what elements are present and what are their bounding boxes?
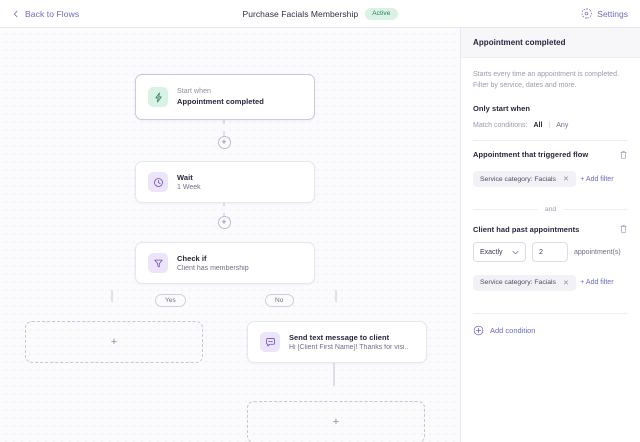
panel-body: Starts every time an appointment is comp… xyxy=(461,58,640,442)
filter-chip-label-1: Service category: Facials xyxy=(480,175,556,183)
appointment-count-input[interactable] xyxy=(532,242,568,263)
funnel-icon xyxy=(153,259,163,267)
node-wait[interactable]: Wait 1 Week xyxy=(135,161,315,203)
condition-1-header: Appointment that triggered flow xyxy=(473,150,628,160)
match-conditions-label: Match conditions: xyxy=(473,121,528,129)
circle-plus-icon xyxy=(473,325,484,335)
clock-icon-wrap xyxy=(148,172,168,192)
operator-select[interactable]: Exactly xyxy=(473,242,526,263)
node-trigger[interactable]: Start when Appointment completed xyxy=(135,74,315,120)
chat-bubble-icon xyxy=(265,337,275,347)
add-step-button-2[interactable]: + xyxy=(217,216,231,229)
divider-bottom xyxy=(473,312,628,314)
status-badge[interactable]: Active xyxy=(365,7,398,20)
condition-2-title: Client had past appointments xyxy=(473,224,580,234)
details-panel: Appointment completed Starts every time … xyxy=(460,28,640,442)
settings-label: Settings xyxy=(597,8,628,19)
app-header: Back to Flows Purchase Facials Membershi… xyxy=(0,0,640,28)
lightning-bolt-icon xyxy=(154,92,162,102)
chat-bubble-icon-wrap xyxy=(260,332,280,352)
only-start-when-heading: Only start when xyxy=(473,103,531,113)
add-filter-link-2[interactable]: + Add filter xyxy=(580,279,614,287)
match-conditions-row: Match conditions: All | Any xyxy=(473,122,628,129)
clock-icon xyxy=(153,177,163,187)
node-check-if-title: Check if xyxy=(177,254,207,263)
close-icon[interactable]: ✕ xyxy=(562,176,569,184)
branch-label-no[interactable]: No xyxy=(265,294,294,307)
condition-block-past-appointments: Client had past appointments Exactly xyxy=(473,224,628,299)
node-wait-title: Wait xyxy=(177,173,193,182)
match-separator: | xyxy=(548,121,551,129)
add-condition-label: Add condition xyxy=(490,325,536,335)
joiner-label: and xyxy=(544,206,557,214)
back-to-flows-label: Back to Flows xyxy=(25,8,80,19)
placeholder-step-next[interactable]: + xyxy=(247,401,425,442)
joiner-line-left xyxy=(473,209,538,211)
add-condition-button[interactable]: Add condition xyxy=(473,325,628,336)
joiner-line-right xyxy=(563,209,628,211)
trash-icon[interactable] xyxy=(619,150,628,160)
flow-canvas[interactable]: Start when Appointment completed + Wait … xyxy=(0,28,460,442)
condition-2-header: Client had past appointments xyxy=(473,224,628,234)
filter-chip-service-category-1[interactable]: Service category: Facials ✕ xyxy=(473,171,576,188)
match-any-option[interactable]: Any xyxy=(556,121,569,129)
panel-description: Starts every time an appointment is comp… xyxy=(473,71,619,89)
node-trigger-text: Start when Appointment completed xyxy=(177,88,264,106)
appointment-count-unit: appointment(s) xyxy=(574,248,621,256)
chevron-down-icon xyxy=(512,250,519,254)
header-title-group: Purchase Facials Membership Active xyxy=(0,7,640,20)
funnel-icon-wrap xyxy=(148,253,168,273)
node-sms-detail: Hi [Client First Name]! Thanks for visi.… xyxy=(289,344,409,351)
node-check-if-text: Check if Client has membership xyxy=(177,254,249,272)
node-wait-text: Wait 1 Week xyxy=(177,173,201,191)
match-all-option[interactable]: All xyxy=(533,121,543,129)
lightning-bolt-icon-wrap xyxy=(148,87,168,107)
node-wait-detail: 1 Week xyxy=(177,184,201,191)
panel-title: Appointment completed xyxy=(461,28,640,58)
back-to-flows-link[interactable]: Back to Flows xyxy=(12,9,79,19)
condition-1-title: Appointment that triggered flow xyxy=(473,150,589,160)
node-trigger-sublabel: Start when xyxy=(177,88,211,95)
node-sms-text: Send text message to client Hi [Client F… xyxy=(289,333,408,351)
divider-top xyxy=(473,139,628,141)
node-trigger-title: Appointment completed xyxy=(177,97,264,106)
condition-block-appointment-trigger: Appointment that triggered flow Service … xyxy=(473,150,628,196)
page-title: Purchase Facials Membership xyxy=(242,8,359,19)
trash-icon[interactable] xyxy=(619,224,628,234)
close-icon[interactable]: ✕ xyxy=(562,279,569,287)
add-filter-link-1[interactable]: + Add filter xyxy=(580,175,614,183)
filter-chip-label-2: Service category: Facials xyxy=(480,279,556,287)
gear-icon xyxy=(581,8,592,19)
branch-label-yes[interactable]: Yes xyxy=(155,294,186,307)
condition-2-controls: Exactly appointment(s) xyxy=(473,242,628,263)
placeholder-step-yes[interactable]: + xyxy=(25,321,203,363)
app-body: Start when Appointment completed + Wait … xyxy=(0,28,640,442)
condition-joiner: and xyxy=(473,206,628,213)
node-send-text-message[interactable]: Send text message to client Hi [Client F… xyxy=(247,321,427,363)
node-check-if-detail: Client has membership xyxy=(177,265,249,272)
node-check-if[interactable]: Check if Client has membership xyxy=(135,242,315,284)
filter-chip-service-category-2[interactable]: Service category: Facials ✕ xyxy=(473,274,576,291)
chevron-left-icon xyxy=(14,10,18,17)
node-sms-title: Send text message to client xyxy=(289,333,390,342)
add-step-button-1[interactable]: + xyxy=(217,136,231,149)
settings-button[interactable]: Settings xyxy=(581,8,628,19)
operator-select-value: Exactly xyxy=(480,248,503,256)
